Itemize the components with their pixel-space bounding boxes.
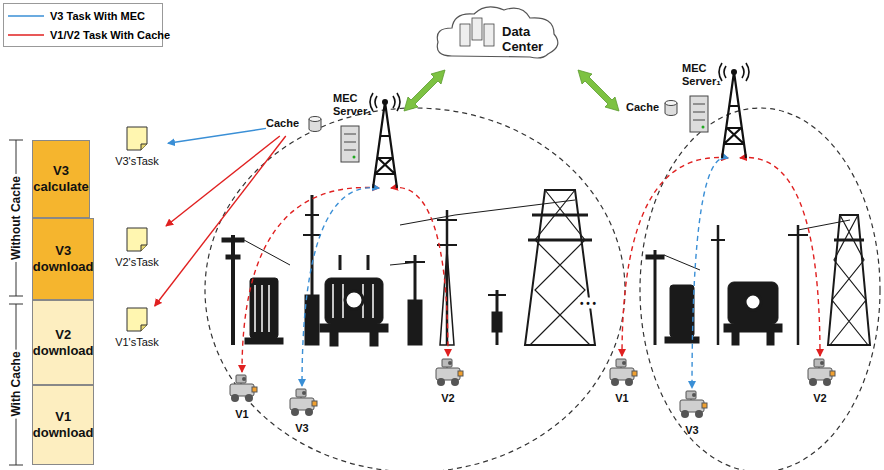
server-node: MEC Server₁ (682, 62, 754, 160)
note-node: V1'sTask (106, 306, 168, 352)
legend-line-sample (8, 31, 44, 39)
legend-row: V3 Task With MEC (8, 8, 145, 24)
wireless-link (622, 158, 728, 356)
cache-node: Cache (266, 112, 324, 136)
robot-node: V2 (800, 356, 840, 412)
robot-icon (674, 388, 710, 424)
step-label: V3 download (33, 243, 94, 275)
note-icon (125, 125, 149, 155)
legend-row: V1/V2 Task With Cache (8, 27, 170, 43)
cache-icon (308, 116, 322, 136)
bracket-label: With Cache (9, 349, 23, 418)
ellipsis-label: • • • (578, 298, 598, 309)
bracket-label: Without Cache (9, 174, 23, 262)
node-label: Cache (266, 117, 324, 129)
node-label: V1'sTask (115, 336, 159, 348)
robot-node: V2 (428, 356, 468, 412)
robot-icon (224, 372, 260, 408)
node-label: Data Center (502, 24, 552, 54)
robot-node: V1 (222, 372, 262, 428)
step-label: V2 download (33, 327, 94, 359)
note-node: V2'sTask (106, 226, 168, 272)
note-node: V3'sTask (106, 125, 168, 171)
cache-node: Cache (626, 96, 680, 120)
node-label: V3'sTask (115, 155, 159, 167)
node-label: V2 (813, 392, 826, 404)
wireless-link (302, 188, 379, 386)
note-icon (125, 306, 149, 336)
node-label: MEC Server₁ (682, 62, 726, 88)
legend-text: V1/V2 Task With Cache (50, 29, 170, 41)
cache-link (168, 128, 266, 143)
cloud-icon (430, 2, 565, 68)
robot-icon (802, 356, 838, 392)
legend-box: V3 Task With MECV1/V2 Task With Cache (3, 3, 163, 47)
node-label: V1 (615, 392, 628, 404)
cache-link (166, 136, 280, 226)
legend-line-sample (8, 12, 44, 20)
wireless-link (242, 188, 379, 372)
node-label: V1 (235, 408, 248, 420)
legend-text: V3 Task With MEC (50, 10, 145, 22)
step-label: V3 calculate (33, 163, 89, 195)
timeline-box: V1 download (32, 385, 94, 465)
timeline-box: V3 download (32, 218, 94, 300)
robot-icon (284, 386, 320, 422)
timeline-box: V2 download (32, 300, 94, 385)
node-label: MEC Server₁ (333, 92, 377, 118)
robot-icon (604, 356, 640, 392)
robot-node: V3 (672, 388, 712, 444)
node-label: V3 (685, 424, 698, 436)
note-icon (125, 226, 149, 256)
node-label: V2 (441, 392, 454, 404)
cache-icon (664, 100, 678, 120)
server-node: MEC Server₁ (333, 92, 405, 190)
node-label: V2'sTask (115, 256, 159, 268)
timeline-box: V3 calculate (32, 140, 90, 218)
wireless-link (692, 158, 728, 388)
node-label: V3 (295, 422, 308, 434)
step-label: V1 download (33, 409, 94, 441)
robot-node: V3 (282, 386, 322, 442)
node-label: Cache (626, 101, 680, 113)
cache-link (155, 136, 286, 306)
robot-node: V1 (602, 356, 642, 412)
cloud-node: Data Center (430, 2, 565, 64)
robot-icon (430, 356, 466, 392)
wireless-link (391, 187, 448, 356)
wireless-link (740, 158, 820, 356)
